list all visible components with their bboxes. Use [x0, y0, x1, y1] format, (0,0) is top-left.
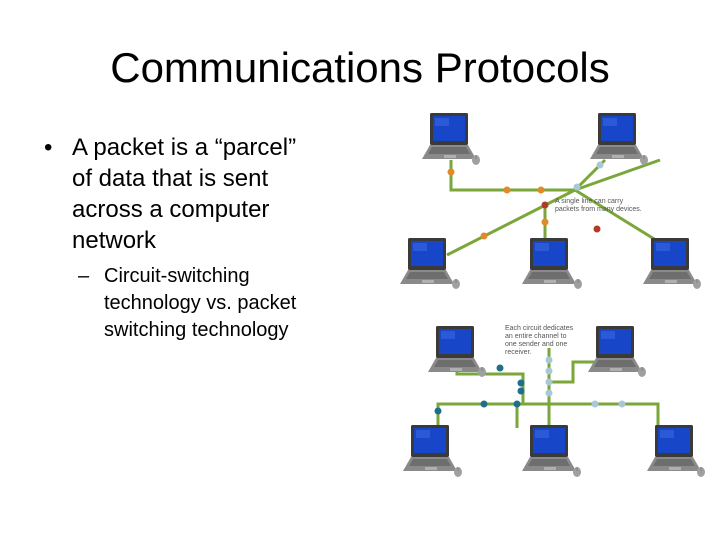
packet — [503, 186, 511, 194]
packets — [447, 161, 604, 240]
packet — [537, 186, 545, 194]
packets — [434, 356, 626, 415]
mouse-icon — [477, 366, 487, 378]
laptop-icon — [590, 113, 644, 159]
packet — [541, 218, 549, 226]
mouse-icon — [639, 154, 649, 166]
mouse-icon — [453, 466, 463, 478]
packet — [593, 225, 601, 233]
packet — [480, 400, 488, 408]
circuit-callout: Each circuit dedicates an entire channel… — [505, 325, 575, 356]
laptop-icon — [422, 113, 476, 159]
bullet-line: of data that is sent — [72, 165, 269, 192]
packet — [545, 378, 553, 386]
packet — [545, 367, 553, 375]
laptop-icon — [400, 238, 454, 284]
bullet-list: • A packet is a “parcel” of data that is… — [38, 132, 368, 344]
bullet-item-packet: • A packet is a “parcel” of data that is… — [38, 132, 368, 256]
mouse-icon — [471, 154, 481, 166]
laptop-icon — [428, 326, 482, 372]
packet — [591, 400, 599, 408]
laptop-icon — [522, 238, 576, 284]
laptop-icon — [522, 425, 576, 471]
packet — [618, 400, 626, 408]
packet — [447, 168, 455, 176]
circuit-switching-diagram: Each circuit dedicates an entire channel… — [403, 325, 706, 478]
packet — [541, 201, 549, 209]
packet — [596, 161, 604, 169]
laptop-icon — [403, 425, 457, 471]
packet — [496, 364, 504, 372]
bullet-line: A packet is a “parcel” — [72, 134, 297, 161]
packet — [545, 356, 553, 364]
mouse-icon — [573, 278, 583, 290]
mouse-icon — [637, 366, 647, 378]
packet — [545, 389, 553, 397]
packet — [480, 232, 488, 240]
sub-bullet-marker: – — [78, 265, 90, 287]
packet — [517, 379, 525, 387]
laptop-icon — [647, 425, 701, 471]
bullet-line: network — [72, 227, 157, 254]
mouse-icon — [696, 466, 706, 478]
laptop-icon — [643, 238, 697, 284]
packet — [517, 387, 525, 395]
packet-callout: A single line can carry packets from man… — [555, 198, 642, 213]
mouse-icon — [692, 278, 702, 290]
mouse-icon — [572, 466, 582, 478]
packet-switching-diagram: A single line can carry packets from man… — [400, 113, 702, 290]
sub-bullet-line: Circuit-switching — [104, 265, 250, 287]
sub-bullet-line: technology vs. packet — [104, 292, 297, 314]
sub-bullet-line: switching technology — [104, 319, 289, 341]
packet — [573, 183, 581, 191]
mouse-icon — [451, 278, 461, 290]
slide-title: Communications Protocols — [110, 44, 610, 91]
bullet-marker: • — [44, 134, 53, 161]
sub-bullet-item-switching: – Circuit-switching technology vs. packe… — [38, 263, 368, 344]
laptop-icon — [588, 326, 642, 372]
bullet-line: across a computer — [72, 196, 270, 223]
packet — [513, 400, 521, 408]
packet — [434, 407, 442, 415]
